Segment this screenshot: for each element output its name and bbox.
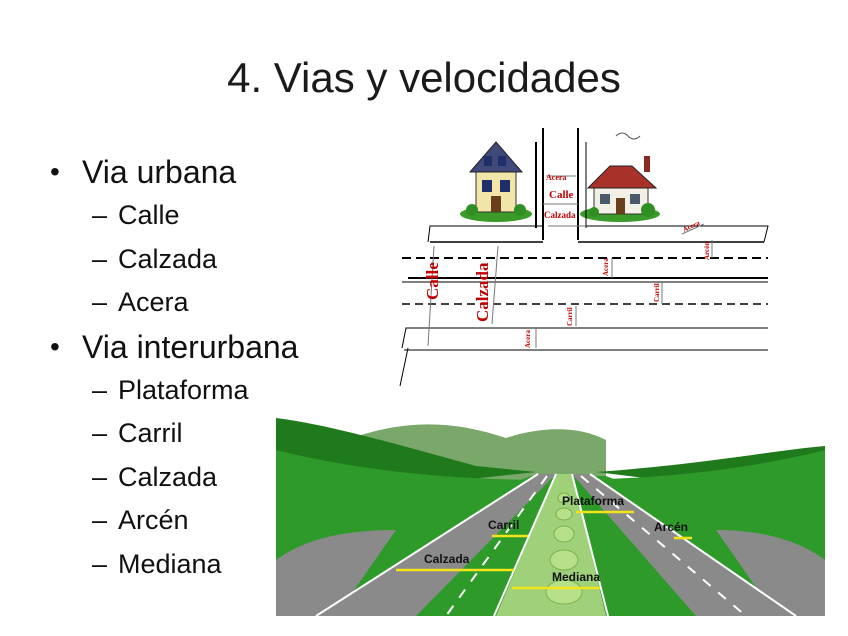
- sub-bullet-mediana: –Mediana: [48, 543, 298, 587]
- dash-marker: –: [92, 505, 108, 535]
- label-acera-bottom: Acera: [524, 330, 532, 348]
- bullet-list: •Via urbana –Calle –Calzada –Acera •Via …: [48, 150, 298, 586]
- sub-bullet-label: Mediana: [118, 548, 222, 579]
- sub-bullet-calzada: –Calzada: [48, 238, 298, 282]
- label-acera-lower: Acera: [602, 258, 610, 276]
- dimension-lines: [427, 175, 713, 348]
- sub-bullet-label: Acera: [118, 287, 189, 317]
- slide-title: 4. Vias y velocidades: [227, 54, 621, 101]
- label-calzada-side: Calzada: [473, 262, 492, 322]
- urban-labels: Acera Calle Calzada Calle Calzada Acera …: [423, 173, 711, 348]
- dash-marker: –: [92, 461, 108, 492]
- sub-bullet-label: Carril: [118, 418, 183, 448]
- house-left-icon: [460, 141, 532, 222]
- dash-marker: –: [92, 243, 108, 274]
- sub-bullet-plataforma: –Plataforma: [48, 369, 298, 413]
- bullet-via-interurbana: • Via interurbana: [48, 325, 298, 369]
- label-acera-top: Acera: [546, 173, 566, 182]
- house-right-icon: [580, 132, 660, 222]
- label-mediana: Mediana: [552, 570, 600, 584]
- dimension-arrows: [396, 510, 692, 590]
- label-carril: Carril: [488, 518, 519, 532]
- road: [276, 473, 825, 616]
- label-arcen-right: Arcén: [703, 242, 711, 260]
- bullet-label: Via interurbana: [82, 328, 299, 365]
- label-calle-side: Calle: [423, 262, 442, 300]
- bullet-dot: •: [50, 330, 60, 362]
- sub-bullet-carril: –Carril: [48, 412, 298, 456]
- bullet-dot: •: [50, 156, 60, 187]
- sub-bullet-acera: –Acera: [48, 281, 298, 325]
- side-street-lines: [399, 128, 769, 387]
- label-calzada: Calzada: [424, 552, 470, 566]
- label-acera-right: Acera: [681, 219, 701, 234]
- interurban-labels: Plataforma Carril Arcén Calzada Mediana: [424, 494, 688, 584]
- sub-bullet-label: Arcén: [118, 505, 189, 535]
- sub-bullet-calzada-inter: –Calzada: [48, 456, 298, 500]
- urban-road-diagram: Acera Calle Calzada Calle Calzada Acera …: [399, 128, 769, 387]
- sub-bullet-label: Calle: [118, 200, 180, 230]
- label-arcen: Arcén: [654, 520, 688, 534]
- label-calle-top: Calle: [549, 189, 574, 201]
- label-carril-mid: Carril: [566, 307, 574, 326]
- interurban-road-illustration: Plataforma Carril Arcén Calzada Mediana: [276, 410, 825, 616]
- sub-bullet-label: Calzada: [118, 461, 218, 492]
- bullet-label: Via urbana: [82, 154, 237, 190]
- label-carril-right: Carril: [653, 283, 661, 302]
- dash-marker: –: [92, 200, 108, 230]
- dash-marker: –: [92, 418, 108, 448]
- dash-marker: –: [92, 374, 108, 405]
- dash-marker: –: [92, 548, 108, 579]
- label-calzada-top: Calzada: [544, 210, 576, 220]
- sub-bullet-calle: –Calle: [48, 194, 298, 238]
- bullet-via-urbana: • Via urbana: [48, 150, 298, 194]
- sub-bullet-label: Calzada: [118, 243, 218, 274]
- sub-bullet-label: Plataforma: [118, 374, 249, 405]
- label-plataforma: Plataforma: [562, 494, 624, 508]
- sub-bullet-arcen: –Arcén: [48, 499, 298, 543]
- dash-marker: –: [92, 287, 108, 317]
